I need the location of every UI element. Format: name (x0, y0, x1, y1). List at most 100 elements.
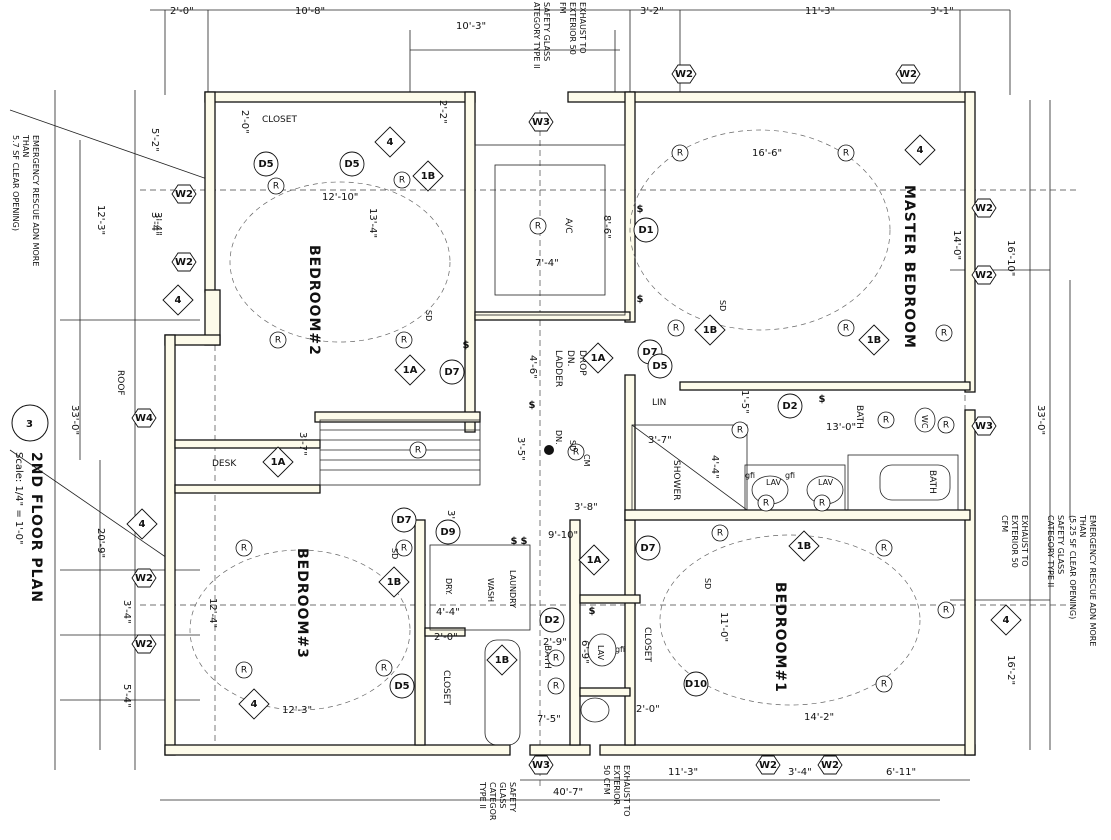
window-tag: W2 (817, 755, 843, 775)
window-tag-label: W2 (821, 760, 839, 771)
window-tag: W2 (755, 755, 781, 775)
diamond-tag-label: 1A (403, 365, 418, 376)
diamond-tag-shape (904, 134, 936, 166)
note-egress-right-4: SAFETY GLASS (1056, 515, 1065, 574)
door-tag: D5 (339, 151, 365, 177)
diamond-tag-shape (486, 644, 518, 676)
note-egress-right-8: CFM (1000, 515, 1009, 532)
register-label: R (275, 336, 281, 346)
diamond-tag-shape (582, 342, 614, 374)
register-circle (567, 443, 585, 461)
dim-int-27: 11'-0" (718, 612, 729, 642)
register-circle (935, 324, 953, 342)
door-tag-circle (635, 535, 661, 561)
register-label: R (381, 664, 387, 674)
window-tag-hexagon (971, 416, 997, 436)
title-block: 3 2ND FLOOR PLAN Scale: 1/4" = 1'-0" (11, 404, 49, 603)
register-label: R (241, 544, 247, 554)
note-top-safety-2: ATEGORY TYPE II (532, 2, 541, 69)
register-circle (395, 331, 413, 349)
window-tag-hexagon (528, 755, 554, 775)
diamond-tag-label: 1A (271, 457, 286, 468)
dim-top-0: 2'-0" (170, 6, 194, 17)
window-tag: W2 (895, 64, 921, 84)
diamond-tag: 1A (262, 446, 294, 478)
window-tag-hexagon (131, 408, 157, 428)
window-tag: W2 (131, 568, 157, 588)
diamond-tag-shape (694, 314, 726, 346)
diamond-tag: 4 (904, 134, 936, 166)
diamond-tag-label: 1B (867, 335, 882, 346)
drop-ladder-line-2: DN. (565, 350, 575, 367)
register-tag: R (875, 539, 893, 557)
door-tag: D5 (647, 353, 673, 379)
register-tag: R (813, 494, 831, 512)
dim-right-0: 16'-10" (1005, 240, 1016, 276)
diamond-tag: 1B (412, 160, 444, 192)
dim-int-14: 4'-4" (709, 455, 720, 479)
register-circle (269, 331, 287, 349)
diamond-tag-label: 4 (917, 145, 924, 156)
dim-int-0: 2'-0" (239, 110, 250, 134)
diamond-tag: 1B (788, 530, 820, 562)
window-tag: W2 (131, 634, 157, 654)
window-tag: W2 (171, 252, 197, 272)
window-tag: W2 (671, 64, 697, 84)
window-tag-hexagon (755, 755, 781, 775)
note-egress-left-1: EMERGENCY RESCUE ADN MORE (31, 135, 40, 266)
register-circle (875, 539, 893, 557)
register-tag: R (529, 217, 547, 235)
register-circle (235, 661, 253, 679)
door-tag-label: D5 (258, 159, 273, 170)
register-circle (671, 144, 689, 162)
diamond-tag-label: 1B (387, 577, 402, 588)
room-bath-tub: BATH (927, 470, 937, 494)
room-wc: WC (920, 415, 929, 429)
dim-int-3: 13'-4" (367, 208, 378, 238)
register-tag: R (395, 539, 413, 557)
drawing-scale: Scale: 1/4" = 1'-0" (13, 452, 24, 545)
room-labels: BEDROOM#2 BEDROOM#3 BEDROOM#1 MASTER BED… (115, 115, 937, 705)
room-dry: DRY. (444, 578, 453, 595)
gfi-outlet-label: gfi (615, 645, 625, 654)
window-tag-hexagon (971, 198, 997, 218)
stair-dn-label: DN. (554, 430, 563, 445)
door-tag-circle (539, 607, 565, 633)
register-label: R (415, 446, 421, 456)
window-tag-label: W3 (975, 421, 993, 432)
door-tag: D7 (439, 359, 465, 385)
fixture-lav-1: LAV (766, 478, 782, 487)
dim-int-17: 9'-10" (548, 530, 578, 541)
dim-int-19: 12'-4" (207, 598, 218, 628)
register-label: R (941, 329, 947, 339)
dim-int-8: 14'-0" (951, 230, 962, 260)
register-circle (877, 411, 895, 429)
dim-top-5: 3'-1" (930, 6, 954, 17)
register-label: R (673, 324, 679, 334)
register-circle (395, 539, 413, 557)
diamond-tag: 4 (126, 508, 158, 540)
fixture-lav-3: LAV (596, 645, 605, 661)
window-tag-label: W2 (975, 270, 993, 281)
register-circle (667, 319, 685, 337)
dim-int-6: 7'-4" (535, 258, 559, 269)
door-tag-label: D9 (440, 527, 455, 538)
room-bedroom-3: BEDROOM#3 (294, 548, 310, 659)
window-tag-label: W2 (135, 639, 153, 650)
door-tag-circle (439, 359, 465, 385)
window-tag-hexagon (671, 64, 697, 84)
door-tag: D2 (539, 607, 565, 633)
diamond-tag: 4 (990, 604, 1022, 636)
note-egress-right-7: EXTERIOR 50 (1010, 515, 1019, 568)
room-desk: DESK (212, 459, 237, 469)
register-label: R (943, 606, 949, 616)
window-tag-hexagon (131, 634, 157, 654)
register-circle (837, 319, 855, 337)
diamond-tag: 1A (582, 342, 614, 374)
window-tag-hexagon (171, 252, 197, 272)
register-tag: R (395, 331, 413, 349)
window-tag-label: W3 (532, 760, 550, 771)
dim-bottom-2: 3'-4" (788, 767, 812, 778)
